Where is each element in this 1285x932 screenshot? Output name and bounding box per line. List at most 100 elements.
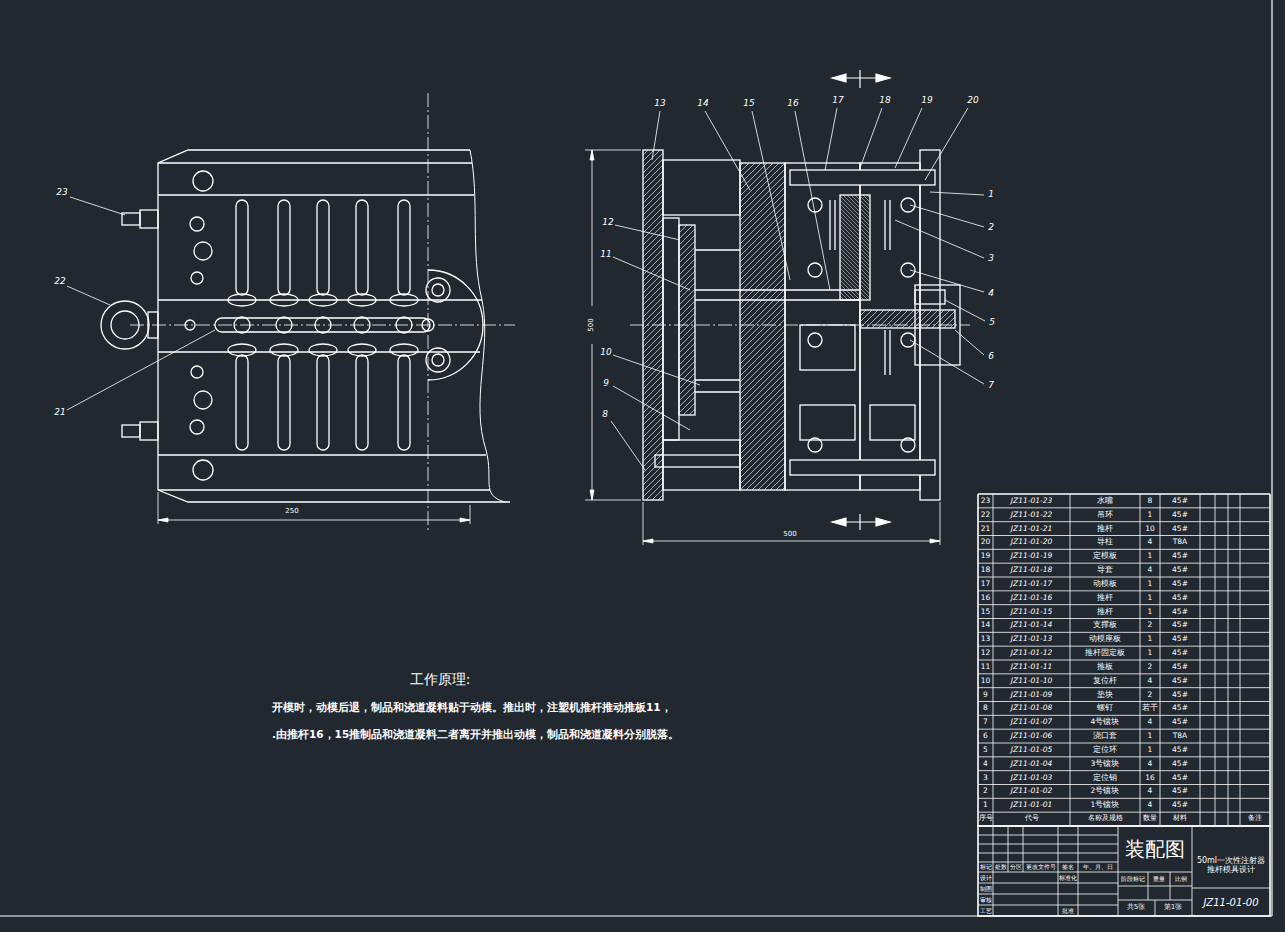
- table-cell: 4: [1148, 538, 1153, 546]
- center-lines: [130, 93, 970, 530]
- table-cell: 12: [981, 649, 991, 657]
- table-cell: 比例: [1175, 876, 1187, 883]
- table-cell: JZ11-01-11: [1011, 663, 1052, 671]
- table-cell: JZ11-01-17: [1011, 580, 1052, 588]
- table-cell: 10: [1145, 524, 1155, 532]
- table-cell: 45#: [1172, 760, 1188, 768]
- table-rule: [977, 494, 979, 826]
- table-cell: 45#: [1172, 497, 1188, 505]
- table-cell: JZ11-01-20: [1011, 538, 1052, 546]
- table-cell: JZ11-01-03: [1011, 773, 1052, 781]
- table-cell: 更改文件号: [1026, 864, 1056, 871]
- table-cell: 水嘴: [1097, 497, 1113, 505]
- table-cell: 2: [1148, 621, 1153, 629]
- table-rule: [1160, 494, 1161, 826]
- table-cell: JZ11-01-21: [1011, 524, 1052, 532]
- table-cell: 定位销: [1093, 773, 1117, 781]
- table-cell: JZ11-01-15: [1011, 607, 1052, 615]
- note-text: .由推杆16，15推制品和浇道凝料二者离开并推出动模，制品和浇道凝料分别脱落。: [272, 729, 679, 741]
- table-cell: JZ11-01-07: [1011, 718, 1052, 726]
- table-cell: 2: [983, 787, 988, 795]
- table-cell: 8: [983, 704, 988, 712]
- callout-number: 23: [56, 188, 67, 198]
- table-rule: [1140, 494, 1141, 826]
- title-block: [978, 826, 1270, 916]
- table-cell: 推杆固定板: [1085, 649, 1125, 657]
- table-cell: 批准: [1062, 907, 1074, 914]
- table-rule: [978, 577, 1270, 578]
- table-rule: [978, 743, 1270, 744]
- table-rule: [978, 687, 1270, 688]
- table-cell: 1: [1148, 552, 1153, 560]
- table-cell: 定位环: [1093, 746, 1117, 754]
- table-cell: 16: [1145, 773, 1155, 781]
- table-cell: 9: [983, 690, 988, 698]
- table-cell: 45#: [1172, 566, 1188, 574]
- table-cell: T8A: [1173, 538, 1187, 546]
- callout-number: 16: [787, 99, 798, 109]
- table-cell: 45#: [1172, 594, 1188, 602]
- table-cell: 23: [981, 497, 991, 505]
- table-rule: [1269, 494, 1271, 826]
- table-cell: 2号镶块: [1091, 787, 1120, 795]
- callout-number: 12: [602, 218, 613, 228]
- table-rule: [1228, 494, 1229, 826]
- plan-view: [101, 150, 510, 502]
- callout-number: 20: [967, 96, 978, 106]
- table-rule: [993, 494, 994, 826]
- table-rule: [978, 784, 1270, 785]
- table-cell: 4: [1148, 677, 1153, 685]
- table-cell: 数量: [1143, 816, 1157, 823]
- table-rule: [978, 770, 1270, 771]
- table-cell: 年、月、日: [1083, 864, 1113, 871]
- callout-number: 22: [54, 277, 65, 287]
- table-cell: JZ11-01-00: [1203, 897, 1258, 908]
- table-cell: 复位杆: [1093, 677, 1117, 685]
- callout-number: 1: [988, 190, 994, 200]
- table-rule: [978, 521, 1270, 522]
- sheet-frame: [0, 0, 1272, 916]
- table-cell: 4: [1148, 566, 1153, 574]
- table-cell: JZ11-01-16: [1011, 594, 1052, 602]
- table-cell: JZ11-01-12: [1011, 649, 1052, 657]
- table-rule: [978, 590, 1270, 591]
- table-cell: 1: [1148, 594, 1153, 602]
- table-cell: 15: [981, 607, 991, 615]
- table-cell: 1: [1148, 580, 1153, 588]
- table-cell: 45#: [1172, 773, 1188, 781]
- table-cell: 45#: [1172, 718, 1188, 726]
- note-text: 开模时，动模后退，制品和浇道凝料贴于动模。推出时，注塑机推杆推动推板11，: [272, 702, 672, 714]
- table-cell: 45#: [1172, 511, 1188, 519]
- motion-arrows: [832, 70, 890, 530]
- table-cell: 2: [1148, 663, 1153, 671]
- table-cell: 45#: [1172, 663, 1188, 671]
- table-cell: 45#: [1172, 677, 1188, 685]
- table-cell: 制图: [980, 885, 992, 892]
- callout-number: 2: [988, 223, 994, 233]
- table-cell: 阶段标记: [1121, 876, 1145, 883]
- table-cell: 导套: [1097, 566, 1113, 574]
- table-rule: [978, 825, 1270, 827]
- table-cell: 5: [983, 746, 988, 754]
- table-cell: 4: [1148, 718, 1153, 726]
- table-rule: [978, 715, 1270, 716]
- table-rule: [978, 673, 1270, 674]
- dimension-500: [585, 150, 940, 545]
- table-cell: 45#: [1172, 635, 1188, 643]
- table-rule: [978, 507, 1270, 508]
- table-cell: JZ11-01-10: [1011, 677, 1052, 685]
- table-cell: 第1张: [1164, 904, 1182, 912]
- callout-number: 9: [603, 379, 609, 389]
- table-cell: JZ11-01-04: [1011, 760, 1052, 768]
- dimension-text: 500: [783, 531, 796, 539]
- table-cell: 3: [983, 773, 988, 781]
- table-cell: 20: [981, 538, 991, 546]
- table-cell: 45#: [1172, 524, 1188, 532]
- table-cell: JZ11-01-19: [1011, 552, 1052, 560]
- table-cell: JZ11-01-14: [1011, 621, 1052, 629]
- callout-number: 19: [921, 96, 932, 106]
- table-cell: JZ11-01-01: [1011, 801, 1052, 809]
- table-cell: 16: [981, 594, 991, 602]
- table-cell: 21: [981, 524, 991, 532]
